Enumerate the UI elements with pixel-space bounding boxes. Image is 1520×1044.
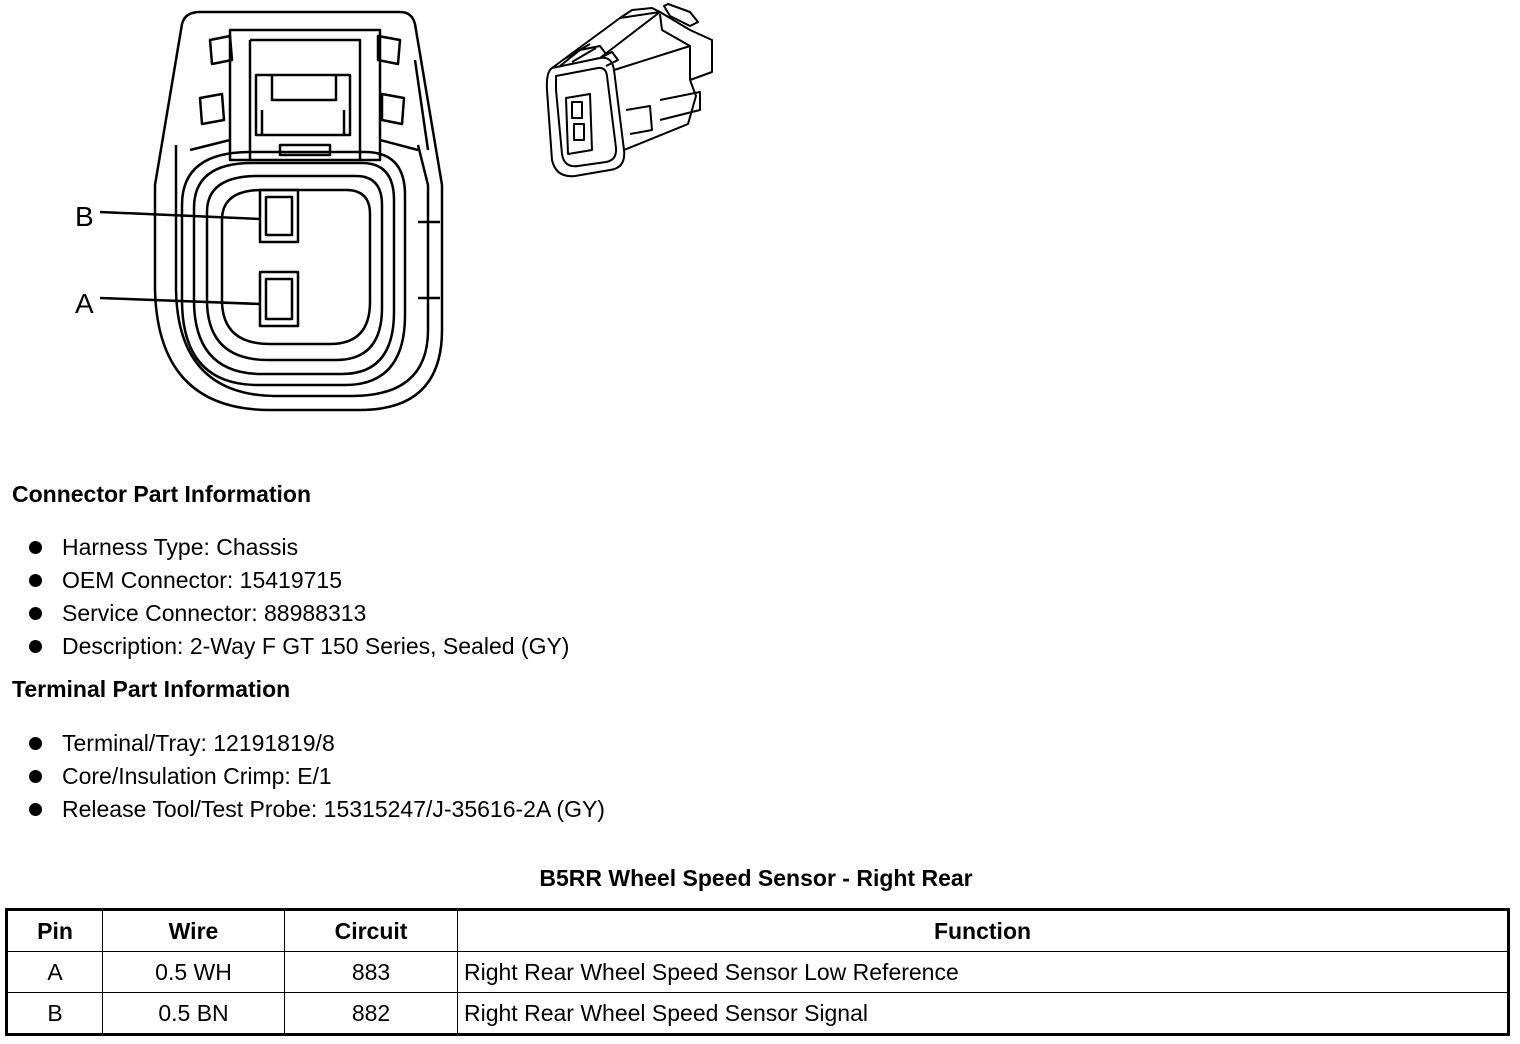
cell-pin: A (6, 951, 103, 993)
cell-function: Right Rear Wheel Speed Sensor Low Refere… (457, 951, 1509, 993)
pin-b-leader (99, 210, 261, 221)
table-row: B 0.5 BN 882 Right Rear Wheel Speed Sens… (6, 992, 1509, 1035)
list-item: OEM Connector: 15419715 (0, 565, 569, 598)
cell-pin: B (6, 992, 103, 1035)
cell-wire: 0.5 WH (102, 951, 285, 993)
list-item: Harness Type: Chassis (0, 532, 569, 565)
terminal-cavity-a (258, 270, 300, 328)
latch (228, 28, 382, 162)
terminal-info-title: Terminal Part Information (12, 676, 291, 702)
connector-info-list: Harness Type: Chassis OEM Connector: 154… (0, 532, 569, 664)
connector-face-view: B A (75, 10, 444, 412)
connector-housing-outline (153, 10, 444, 412)
iso-housing-top (551, 11, 661, 69)
terminal-info-list: Terminal/Tray: 12191819/8 Core/Insulatio… (0, 728, 605, 827)
seal-outer (180, 150, 407, 387)
seal-inner (205, 174, 384, 362)
header-circuit: Circuit (284, 909, 458, 952)
header-wire: Wire (102, 909, 285, 952)
iso-housing-side (613, 45, 697, 151)
iso-cavity-2 (573, 123, 585, 141)
pinout-table: Pin Wire Circuit Function A 0.5 WH 883 R… (5, 908, 1510, 1036)
connector-info-title: Connector Part Information (12, 481, 312, 507)
cell-wire: 0.5 BN (102, 992, 285, 1035)
header-function: Function (457, 909, 1509, 952)
terminal-cavity-b (258, 188, 300, 244)
cell-function: Right Rear Wheel Speed Sensor Signal (457, 992, 1509, 1035)
table-header-row: Pin Wire Circuit Function (6, 909, 1509, 952)
cell-circuit: 882 (284, 992, 458, 1035)
list-item: Description: 2-Way F GT 150 Series, Seal… (0, 631, 569, 664)
table-title: B5RR Wheel Speed Sensor - Right Rear (539, 865, 973, 891)
header-pin: Pin (6, 909, 103, 952)
list-item: Service Connector: 88988313 (0, 598, 569, 631)
cell-circuit: 883 (284, 951, 458, 993)
connector-isometric-view (545, 3, 713, 178)
pin-b-label: B (75, 201, 94, 232)
pin-a-leader (99, 296, 261, 306)
list-item: Terminal/Tray: 12191819/8 (0, 728, 605, 761)
table-row: A 0.5 WH 883 Right Rear Wheel Speed Sens… (6, 951, 1509, 993)
iso-cavity-1 (571, 101, 583, 119)
seal-middle (192, 161, 396, 376)
pin-a-label: A (75, 288, 94, 319)
list-item: Release Tool/Test Probe: 15315247/J-3561… (0, 794, 605, 827)
list-item: Core/Insulation Crimp: E/1 (0, 761, 605, 794)
